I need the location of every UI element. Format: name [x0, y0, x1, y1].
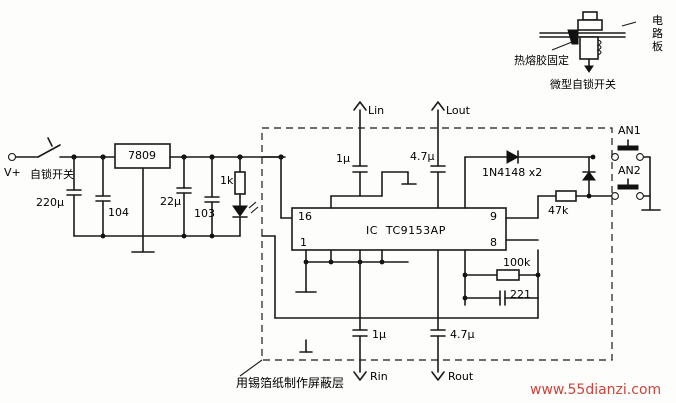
label-shield-note: 用锡箔纸制作屏蔽层: [236, 376, 345, 390]
label-c-221: 221: [510, 288, 531, 301]
led-icon: [232, 205, 248, 217]
switch-mounting-inset: [539, 11, 637, 73]
label-r-100k: 100k: [503, 256, 531, 269]
label-c-1u-top: 1μ: [336, 152, 350, 165]
diode-icon: [506, 150, 520, 164]
label-reg-7809: 7809: [128, 149, 156, 162]
label-lin: Lin: [368, 104, 385, 117]
lout-arrow: [431, 101, 445, 111]
label-c-1u-bot: 1μ: [372, 328, 386, 341]
rin-arrow: [353, 371, 367, 381]
label-pin8: 8: [490, 236, 497, 249]
rout-arrow: [431, 371, 445, 381]
label-c-47u-bot: 4.7μ: [450, 328, 475, 341]
label-c-104: 104: [108, 206, 129, 219]
label-diode: 1N4148 x2: [482, 166, 543, 179]
shield-boundary: [261, 127, 613, 361]
label-pcb: 电路板: [652, 14, 663, 53]
label-micro-switch: 微型自锁开关: [550, 78, 616, 91]
self-lock-switch-blade: [37, 144, 61, 158]
label-pin1: 1: [300, 236, 307, 249]
label-c-22u: 22μ: [160, 195, 181, 208]
label-r-1k: 1k: [220, 174, 234, 187]
ic-tc9153ap: [291, 207, 507, 251]
shield-pointer-line: [239, 359, 263, 377]
label-c-220u: 220μ: [36, 196, 64, 209]
lin-arrow: [353, 101, 367, 111]
label-an2: AN2: [618, 164, 641, 177]
label-an1: AN1: [618, 124, 641, 137]
label-lout: Lout: [446, 104, 470, 117]
label-rout: Rout: [448, 370, 474, 383]
label-pin16: 16: [298, 210, 312, 223]
label-c-47u-top: 4.7μ: [410, 150, 435, 163]
label-rin: Rin: [370, 370, 388, 383]
label-hot-glue: 热熔胶固定: [514, 54, 569, 67]
label-ic-name: IC TC9153AP: [366, 224, 446, 237]
label-self-lock-switch: 自锁开关: [30, 168, 74, 181]
label-c-103: 103: [194, 207, 215, 220]
label-vplus: V+: [4, 166, 21, 179]
watermark: www.55dianzi.com: [530, 382, 662, 398]
label-pin9: 9: [490, 210, 497, 223]
label-r-47k: 47k: [548, 204, 569, 217]
